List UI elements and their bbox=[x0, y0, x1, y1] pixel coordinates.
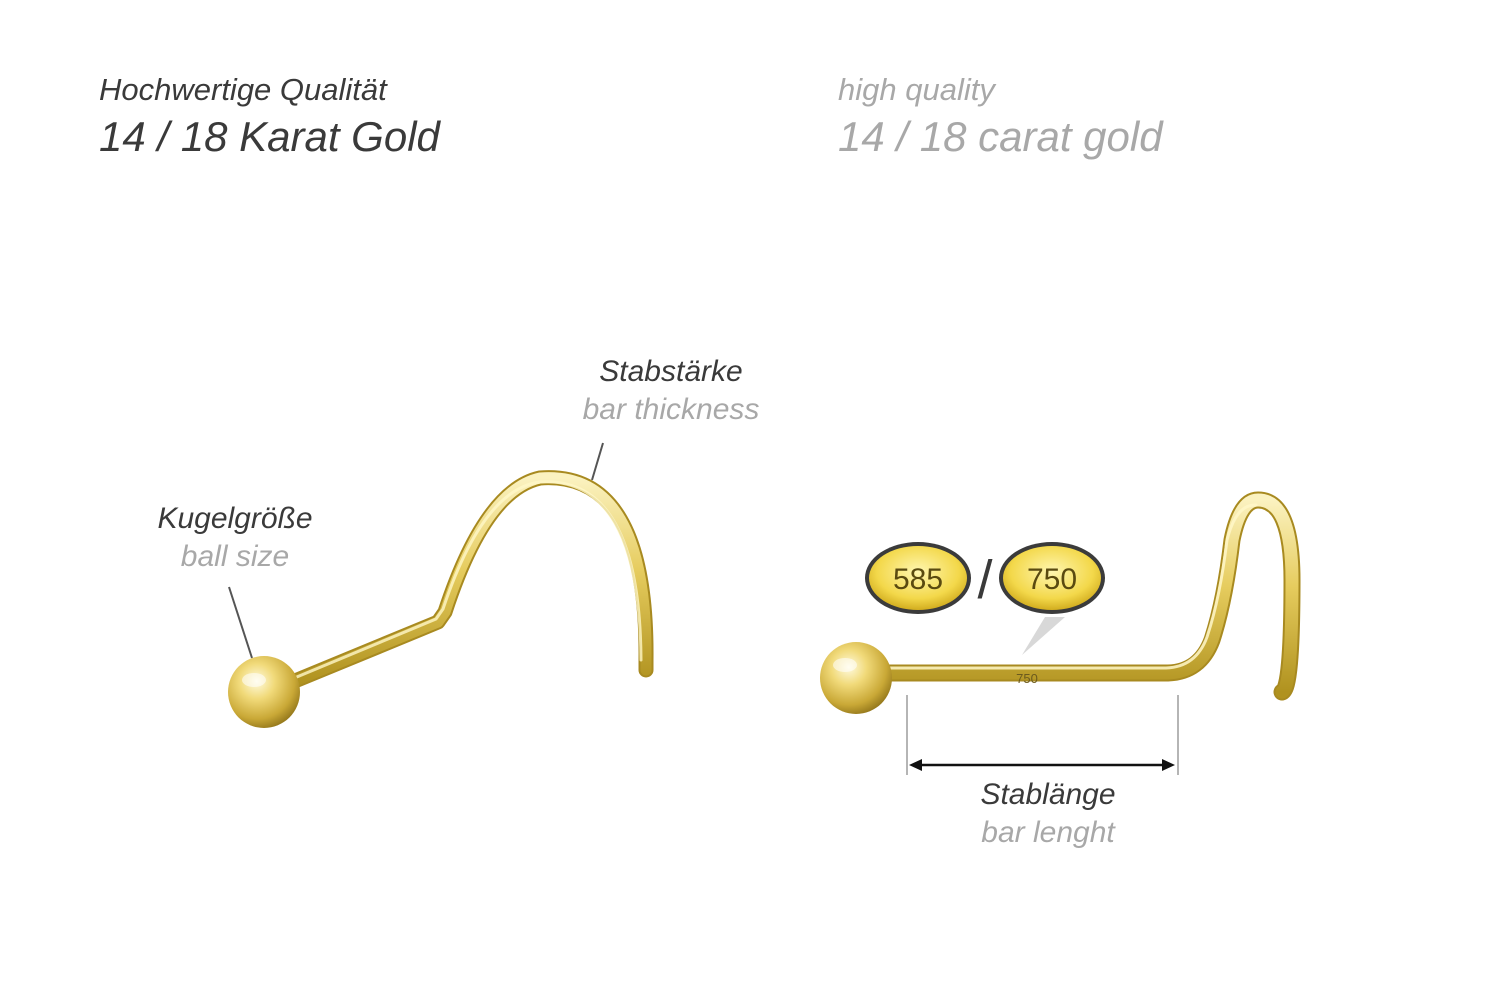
header-subtitle-en: high quality bbox=[838, 72, 995, 107]
ball-right bbox=[820, 642, 892, 714]
label-bar-thickness-de: Stabstärke bbox=[599, 355, 743, 388]
stamp-pointer bbox=[1022, 617, 1065, 655]
bar-thickness-pointer bbox=[591, 442, 604, 481]
header-subtitle-de: Hochwertige Qualität bbox=[99, 72, 387, 107]
label-ball-size-en: ball size bbox=[180, 540, 290, 573]
label-bar-length-en: bar lenght bbox=[981, 816, 1115, 849]
label-ball-size-de: Kugelgröße bbox=[157, 502, 313, 535]
nose-screw-front-view: 750 bbox=[820, 491, 1301, 714]
stamp-750: 750 bbox=[999, 542, 1105, 614]
nose-screw-side-view bbox=[228, 470, 654, 728]
stamp-separator: / bbox=[977, 550, 992, 610]
svg-text:585: 585 bbox=[893, 563, 943, 596]
header-title-de: 14 / 18 Karat Gold bbox=[99, 113, 440, 160]
ball-left bbox=[228, 656, 300, 728]
stamp-585: 585 bbox=[865, 542, 971, 614]
engraving-mark: 750 bbox=[1016, 671, 1038, 686]
svg-text:750: 750 bbox=[1027, 563, 1077, 596]
header-title-en: 14 / 18 carat gold bbox=[838, 113, 1163, 160]
ball-size-pointer bbox=[228, 586, 253, 659]
label-bar-length-de: Stablänge bbox=[980, 778, 1116, 811]
label-bar-thickness-en: bar thickness bbox=[582, 393, 760, 426]
bar-length-dimension bbox=[906, 695, 1179, 775]
